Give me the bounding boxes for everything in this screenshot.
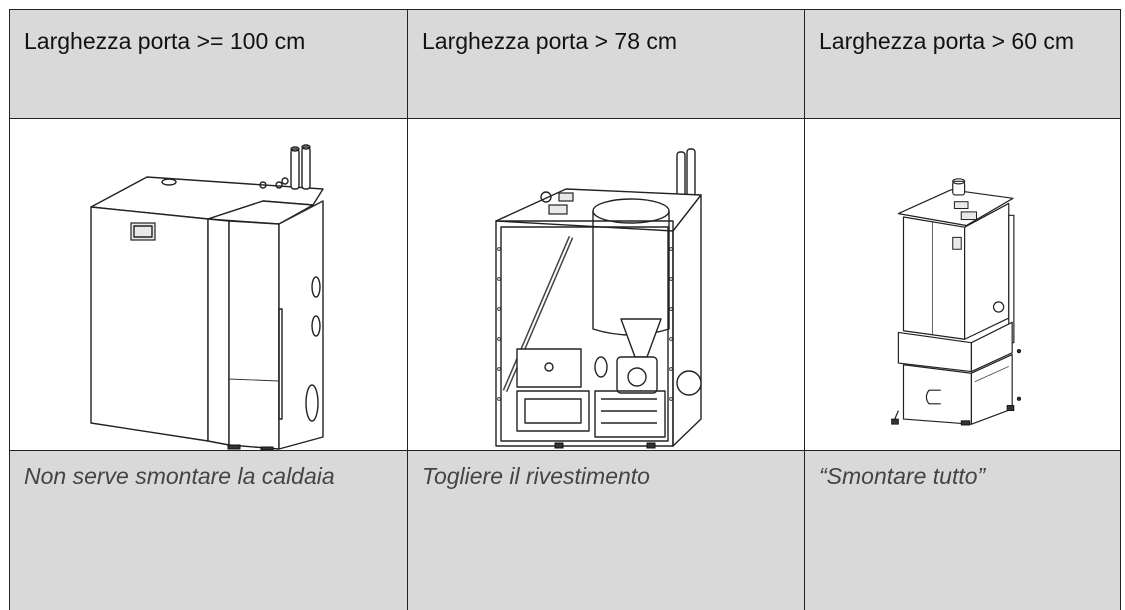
image-cell-door-78 (408, 119, 805, 451)
caption-cell-door-60: “Smontare tutto” (805, 451, 1121, 610)
image-cell-door-100 (10, 119, 408, 451)
header-cell-door-60: Larghezza porta > 60 cm (805, 10, 1121, 119)
header-cell-door-78: Larghezza porta > 78 cm (408, 10, 805, 119)
header-cell-door-100: Larghezza porta >= 100 cm (10, 10, 408, 119)
caption-row: Non serve smontare la caldaia Togliere i… (10, 451, 1121, 610)
image-cell-door-60 (805, 119, 1121, 451)
image-row (10, 119, 1121, 451)
assembled-boiler-illustration (10, 119, 407, 450)
caption-cell-door-100: Non serve smontare la caldaia (10, 451, 408, 610)
boiler-frame-illustration (408, 119, 804, 450)
door-width-table: Larghezza porta >= 100 cm Larghezza port… (9, 9, 1121, 610)
disassembled-boiler-illustration (805, 119, 1120, 450)
caption-cell-door-78: Togliere il rivestimento (408, 451, 805, 610)
header-row: Larghezza porta >= 100 cm Larghezza port… (10, 10, 1121, 119)
